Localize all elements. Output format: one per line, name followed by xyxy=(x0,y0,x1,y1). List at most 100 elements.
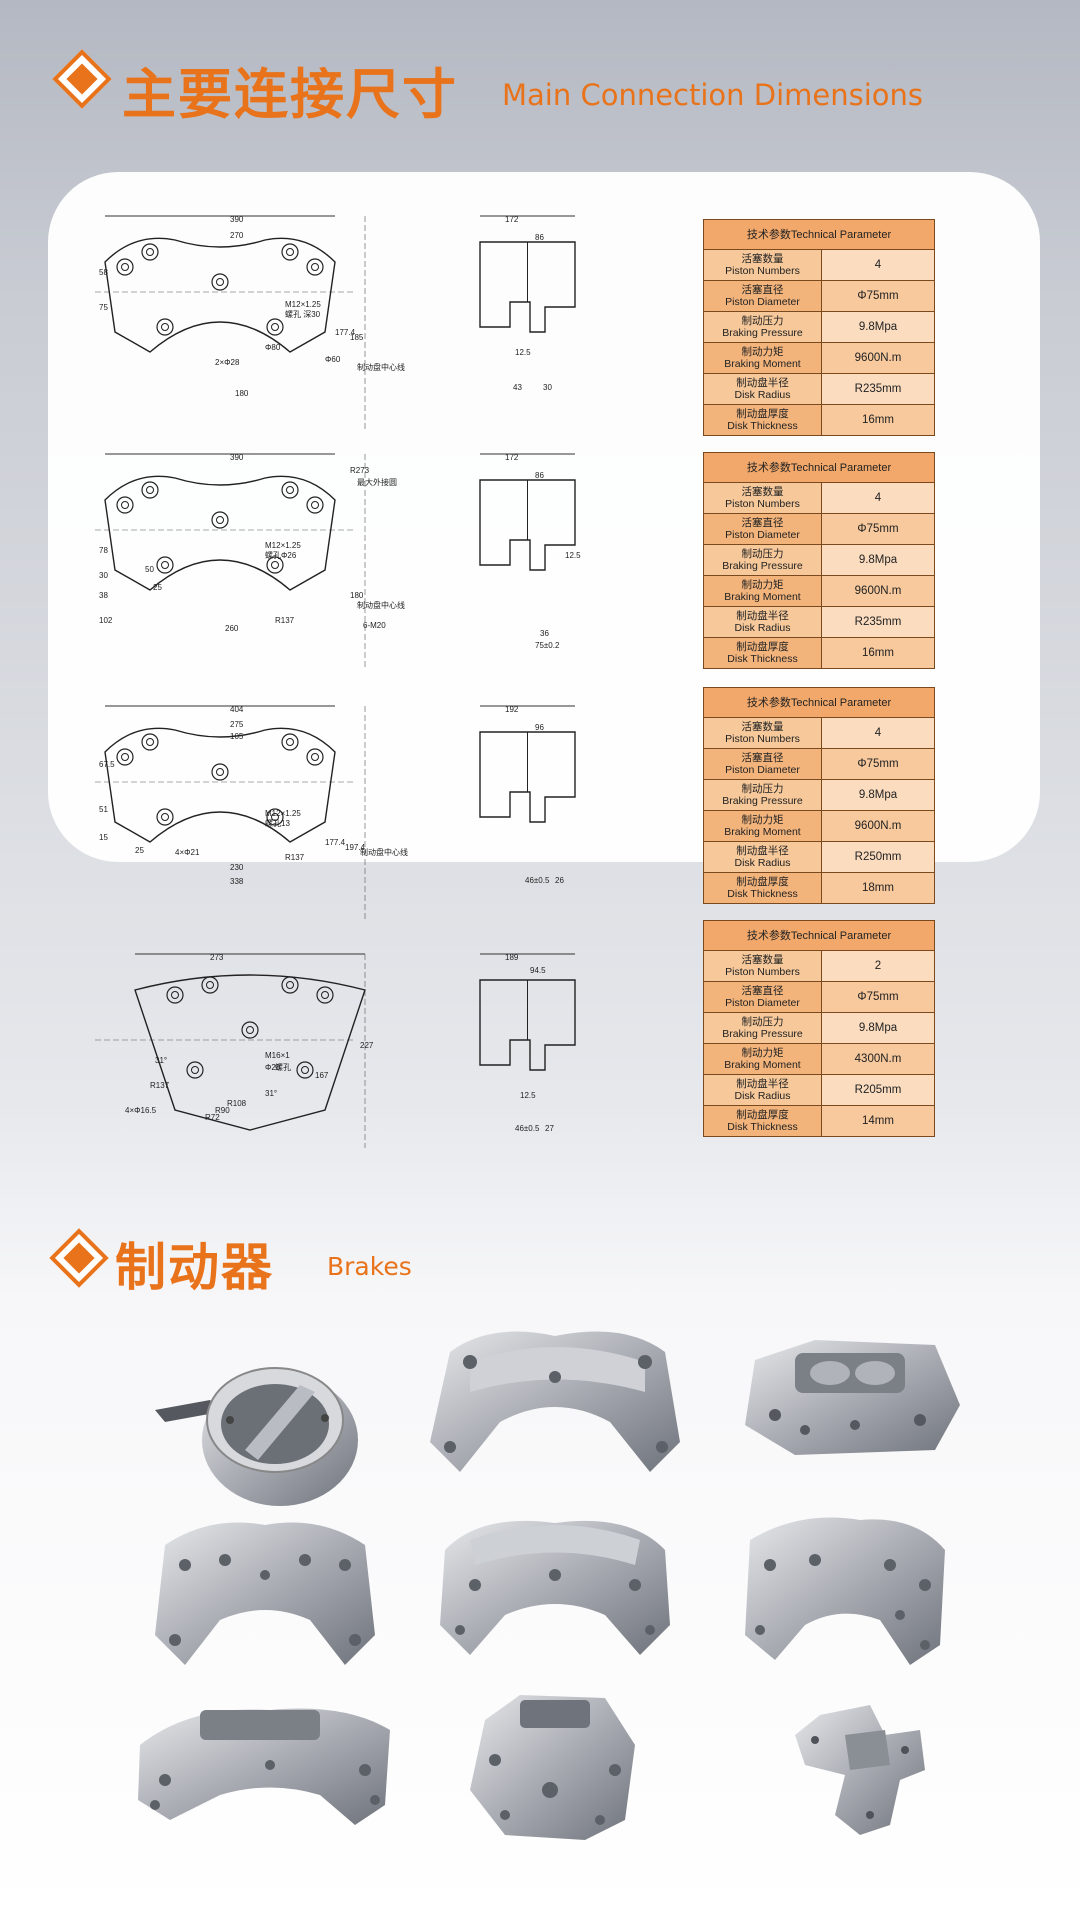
mount-hole-inner xyxy=(146,738,154,746)
table-header: 技术参数Technical Parameter xyxy=(703,219,935,250)
mount-hole-inner xyxy=(161,813,169,821)
dimension-label: R273 xyxy=(350,466,370,475)
dimension-label: R137 xyxy=(285,853,305,862)
dimension-label: 260 xyxy=(225,624,239,633)
mount-hole xyxy=(306,496,324,514)
dimension-label: 12.5 xyxy=(565,551,581,560)
param-value: R250mm xyxy=(821,841,935,873)
dimension-label: 38 xyxy=(99,591,108,600)
param-label-en: Piston Numbers xyxy=(725,733,800,745)
mount-hole-inner xyxy=(121,501,129,509)
mount-hole xyxy=(116,748,134,766)
mount-hole xyxy=(156,318,174,336)
mount-hole xyxy=(266,808,284,826)
param-value: 4 xyxy=(821,717,935,749)
dimension-label: 197.4 xyxy=(345,843,366,852)
param-label-en: Disk Thickness xyxy=(727,1121,798,1133)
param-label-cn: 制动盘厚度 xyxy=(736,1109,789,1121)
dimension-label: 36 xyxy=(540,629,549,638)
brake-photo-caliper-arch-4 xyxy=(745,1517,945,1665)
param-value: Φ75mm xyxy=(821,513,935,545)
param-value: 18mm xyxy=(821,872,935,904)
table-header: 技术参数Technical Parameter xyxy=(703,687,935,718)
param-label-en: Disk Radius xyxy=(734,857,791,869)
mount-hole-inner xyxy=(271,323,279,331)
dimension-label: 185 xyxy=(350,333,364,342)
mount-hole-inner xyxy=(161,323,169,331)
dimension-label: 390 xyxy=(230,453,244,462)
mount-hole xyxy=(166,986,184,1004)
drawing-caliper-4: 273M16×1Φ28螺孔31°31°4×Φ16.5R137R72R90R108… xyxy=(95,953,576,1148)
param-label-en: Braking Moment xyxy=(724,358,801,370)
dimension-label: 4×Φ21 xyxy=(175,848,200,857)
dimension-label: 86 xyxy=(535,233,544,242)
dimension-label: 275 xyxy=(230,720,244,729)
section1-title-en: Main Connection Dimensions xyxy=(502,78,924,112)
dimension-label: 25 xyxy=(135,846,144,855)
param-value: 9.8Mpa xyxy=(821,779,935,811)
mount-hole-inner xyxy=(121,263,129,271)
mount-hole-inner xyxy=(171,991,179,999)
mount-hole xyxy=(306,258,324,276)
dimension-label: 31° xyxy=(265,1089,277,1098)
param-label-cn: 制动力矩 xyxy=(741,346,784,358)
param-label-cn: 制动盘厚度 xyxy=(736,408,789,420)
dimension-label: 26 xyxy=(555,876,564,885)
mount-hole xyxy=(141,243,159,261)
param-value: 4 xyxy=(821,249,935,281)
dimension-label: 46±0.5 xyxy=(515,1124,540,1133)
param-label-en: Disk Radius xyxy=(734,1090,791,1102)
param-value: 9600N.m xyxy=(821,575,935,607)
mount-hole-inner xyxy=(311,263,319,271)
dimension-label: Φ28 xyxy=(265,1063,281,1072)
param-label-en: Piston Numbers xyxy=(725,265,800,277)
side-view-outline xyxy=(479,731,576,823)
mount-hole-inner xyxy=(246,1026,254,1034)
dimension-label: 78 xyxy=(99,546,108,555)
dimension-label: 177.4 xyxy=(335,328,356,337)
mount-hole xyxy=(281,733,299,751)
mount-hole xyxy=(211,763,229,781)
mount-hole-inner xyxy=(311,501,319,509)
mount-hole xyxy=(281,243,299,261)
brake-photo-drum xyxy=(155,1367,358,1506)
param-label-cn: 制动盘半径 xyxy=(736,1078,789,1090)
param-label-cn: 制动力矩 xyxy=(741,579,784,591)
mount-hole-inner xyxy=(206,981,214,989)
dimension-label: 404 xyxy=(230,705,244,714)
param-label-cn: 制动力矩 xyxy=(741,814,784,826)
param-value: 2 xyxy=(821,950,935,982)
mount-hole-inner xyxy=(146,248,154,256)
mount-hole xyxy=(156,808,174,826)
param-value: R235mm xyxy=(821,606,935,638)
table-header: 技术参数Technical Parameter xyxy=(703,452,935,483)
mount-hole xyxy=(141,733,159,751)
drawing-caliper-3: 40427510567.55115M12×1.25螺孔134×Φ21252303… xyxy=(95,705,576,920)
dimension-label: R137 xyxy=(275,616,295,625)
side-view-outline xyxy=(479,979,576,1071)
dimension-label: 50 xyxy=(145,565,154,574)
